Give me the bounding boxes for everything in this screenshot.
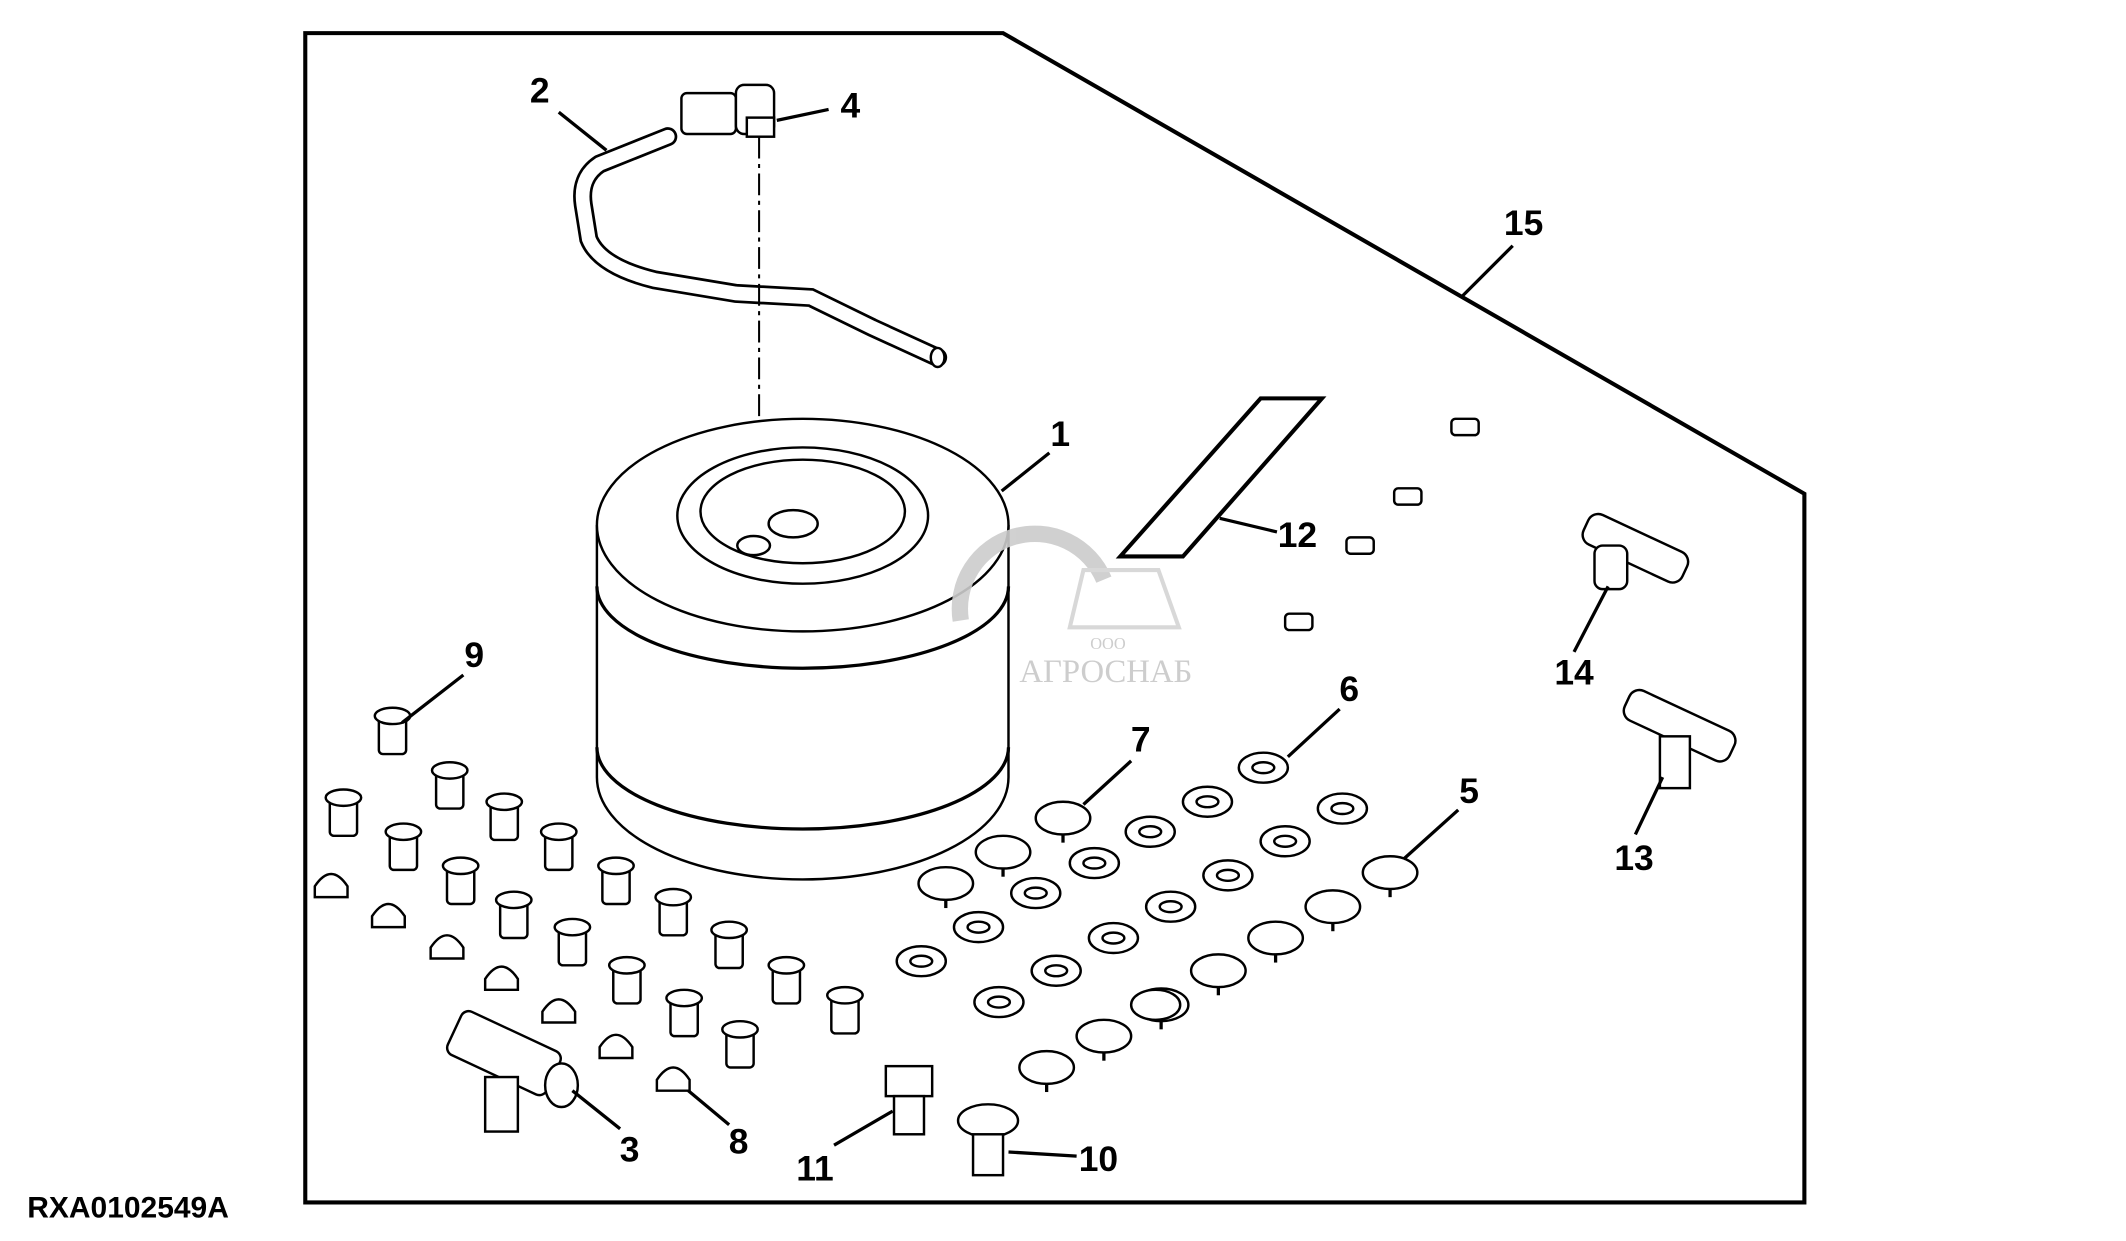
cap-nut: [598, 1033, 634, 1060]
screw: [1345, 536, 1375, 555]
plug: [539, 822, 578, 872]
callout-5: 5: [1459, 771, 1479, 811]
plug: [441, 856, 480, 906]
leader-line: [1402, 808, 1460, 861]
plug: [485, 792, 524, 842]
plug: [494, 890, 533, 940]
tape-strip: [1115, 396, 1327, 559]
callout-2: 2: [530, 71, 550, 111]
leader-line: [687, 1089, 731, 1126]
leader-line: [557, 110, 608, 152]
callout-15: 15: [1504, 203, 1543, 243]
plug: [430, 761, 469, 810]
washer: [1124, 815, 1176, 848]
plug: [767, 955, 806, 1005]
plug: [553, 917, 592, 967]
carriage-bolt: [956, 1103, 1020, 1177]
tank: [595, 417, 1011, 881]
leader-line: [1008, 1150, 1077, 1158]
push-cap: [1304, 889, 1362, 932]
washer: [1144, 890, 1197, 923]
washer: [1259, 825, 1311, 858]
push-cap: [1361, 855, 1419, 898]
leader-line: [1572, 585, 1610, 653]
leader-line: [571, 1089, 622, 1131]
push-cap: [917, 865, 975, 909]
washer: [1009, 876, 1062, 910]
watermark-logo: ООО АГРОСНАБ: [951, 525, 1192, 690]
washer: [1237, 751, 1290, 784]
tee-fitting: [445, 1009, 580, 1133]
leader-line: [401, 673, 465, 725]
push-cap: [974, 834, 1032, 877]
leader-line: [833, 1109, 894, 1147]
washer: [1068, 846, 1121, 880]
push-cap: [1189, 953, 1247, 996]
cap-nut: [429, 934, 465, 960]
washer: [1030, 954, 1082, 987]
callout-11: 11: [796, 1149, 833, 1189]
washer: [895, 944, 948, 978]
cap-nut: [541, 998, 577, 1024]
screw: [1450, 417, 1480, 437]
plug: [654, 887, 693, 937]
callout-7: 7: [1131, 719, 1151, 759]
plug: [597, 856, 635, 906]
leader-line: [1286, 707, 1341, 758]
watermark-prefix: ООО: [1090, 634, 1126, 653]
drawing-code: RXA0102549A: [27, 1191, 229, 1224]
cap-nut: [655, 1066, 691, 1092]
push-cap: [1034, 800, 1092, 843]
leader-line: [1633, 776, 1665, 836]
callout-4: 4: [841, 86, 861, 126]
washer: [952, 910, 1005, 944]
washer: [973, 985, 1025, 1019]
callout-13: 13: [1614, 838, 1653, 878]
plug: [665, 988, 704, 1038]
leader-line: [1082, 759, 1133, 806]
push-cap: [1247, 920, 1305, 963]
washer: [1202, 859, 1254, 892]
washer: [1087, 921, 1140, 955]
watermark-name: АГРОСНАБ: [1019, 654, 1192, 690]
plug: [324, 788, 363, 838]
callout-10: 10: [1079, 1139, 1118, 1179]
leader-line: [1219, 516, 1278, 534]
callout-3: 3: [620, 1130, 640, 1170]
callout-8: 8: [729, 1121, 749, 1161]
cap-nut: [370, 902, 406, 929]
push-cap: [1018, 1049, 1076, 1093]
push-cap: [1075, 1018, 1133, 1061]
callout-12: 12: [1278, 515, 1317, 555]
male-branch-tee: [1622, 688, 1737, 790]
callout-9: 9: [464, 635, 484, 675]
elbow-fitting: [680, 83, 776, 138]
plug: [826, 985, 864, 1035]
callout-14: 14: [1554, 653, 1594, 693]
plug: [373, 706, 412, 756]
leader-line: [776, 107, 829, 122]
leader-line: [1459, 244, 1514, 299]
cap-nut: [313, 872, 349, 899]
callout-6: 6: [1339, 669, 1359, 709]
screw: [1392, 487, 1423, 506]
screw: [1283, 612, 1314, 632]
bolt: [884, 1064, 934, 1136]
cap-nut: [483, 965, 520, 992]
callout-1: 1: [1050, 414, 1070, 454]
leader-line: [1000, 451, 1051, 493]
kit-frame: [303, 31, 1807, 1205]
washer: [1316, 792, 1369, 825]
plug: [710, 920, 749, 970]
plug: [607, 955, 646, 1005]
plug: [721, 1019, 759, 1069]
union-tee: [1581, 512, 1690, 591]
o-ring: [1129, 988, 1182, 1022]
washer: [1181, 785, 1234, 818]
plug: [384, 822, 423, 872]
